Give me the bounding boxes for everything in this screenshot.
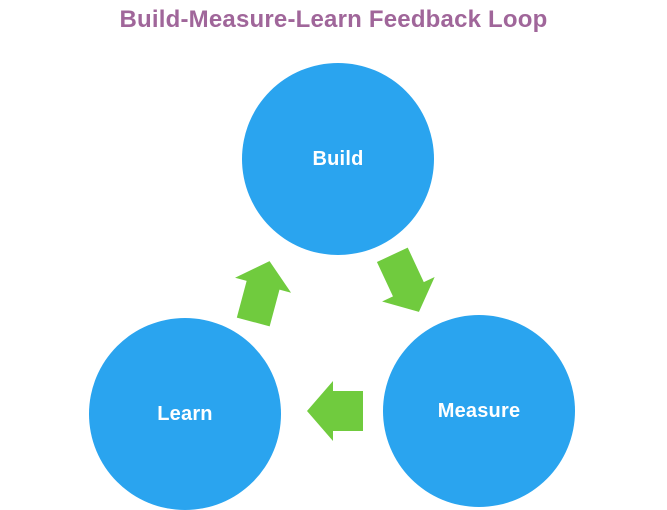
arrow-build-to-measure-icon — [376, 247, 435, 312]
node-measure-label: Measure — [437, 399, 521, 422]
node-learn-label: Learn — [157, 402, 213, 425]
node-measure-circle: Measure — [383, 315, 575, 507]
node-build-label: Build — [312, 147, 364, 170]
node-build-circle: Build — [242, 63, 434, 255]
arrow-measure-to-learn-icon — [307, 381, 363, 441]
arrow-learn-to-build-icon — [235, 261, 292, 327]
diagram-title: Build-Measure-Learn Feedback Loop — [119, 6, 548, 33]
node-learn-circle: Learn — [89, 318, 281, 510]
